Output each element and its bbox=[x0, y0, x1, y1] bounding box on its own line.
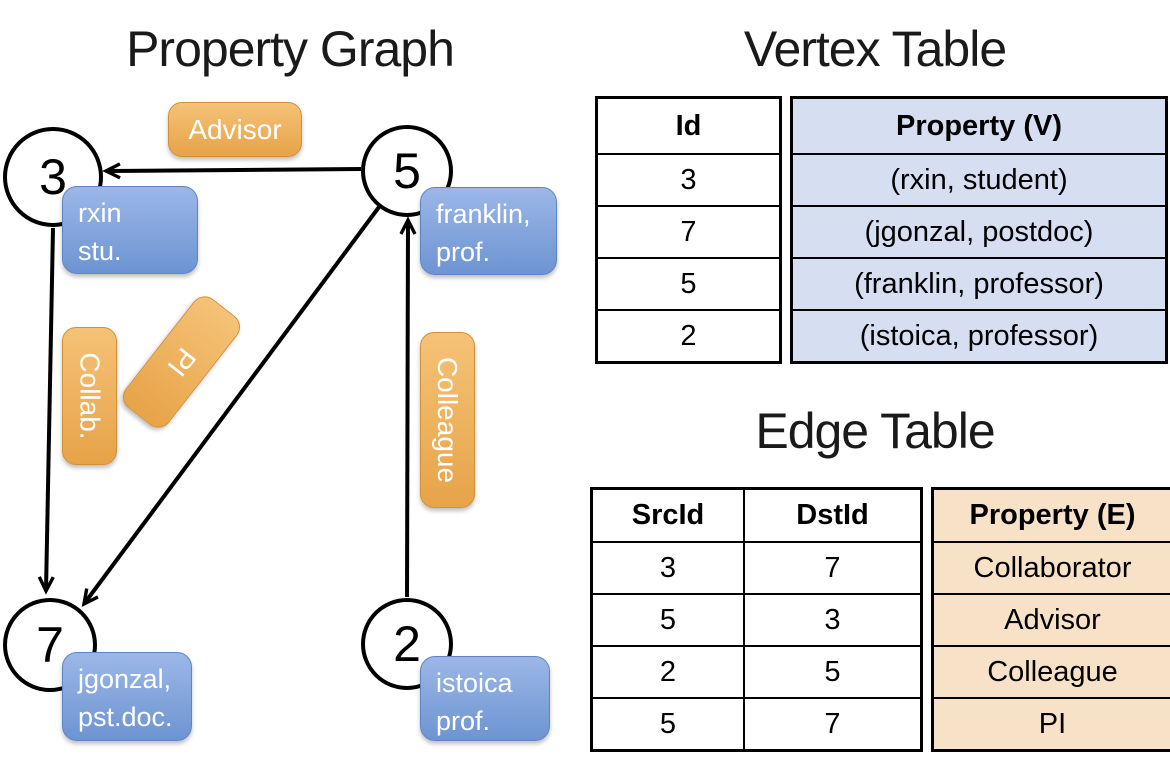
vertex-id-label: 7 bbox=[36, 617, 64, 673]
edge-property-cell: PI bbox=[931, 697, 1170, 752]
table-header-row: Property (E) bbox=[931, 487, 1170, 543]
table-row: (jgonzal, postdoc) bbox=[790, 205, 1168, 259]
vertex-property-line: rxin bbox=[78, 198, 122, 228]
edge-srcid-cell: 3 bbox=[590, 541, 745, 595]
table-header-row: Property (V) bbox=[790, 96, 1168, 155]
edge-dstid-header: DstId bbox=[743, 487, 923, 543]
property-graph-title: Property Graph bbox=[126, 21, 455, 77]
edge-label-advisor: Advisor bbox=[168, 102, 302, 157]
edge-label-text: Collab. bbox=[74, 352, 106, 440]
vertex-property-cell: (istoica, professor) bbox=[790, 309, 1168, 364]
edge-property-cell: Advisor bbox=[931, 593, 1170, 647]
edge-label-colleague: Colleague bbox=[420, 332, 475, 508]
edge-line-2-to-5 bbox=[399, 216, 417, 598]
table-row: 2 bbox=[595, 309, 782, 364]
table-row: 5 3 bbox=[590, 593, 923, 647]
vertex-table-id-column: Id 3 7 5 2 bbox=[595, 96, 782, 364]
vertex-circle-2: 2 bbox=[361, 598, 453, 690]
vertex-property-line: pst.doc. bbox=[78, 701, 173, 732]
table-row: 5 bbox=[595, 257, 782, 311]
edge-srcid-header: SrcId bbox=[590, 487, 745, 543]
table-row: Collaborator bbox=[931, 541, 1170, 595]
edge-property-cell: Collaborator bbox=[931, 541, 1170, 595]
vertex-id-cell: 7 bbox=[595, 205, 782, 259]
vertex-property-box-franklin: franklin, prof. bbox=[420, 187, 557, 275]
table-row: (franklin, professor) bbox=[790, 257, 1168, 311]
vertex-id-label: 2 bbox=[393, 616, 421, 672]
table-row: (istoica, professor) bbox=[790, 309, 1168, 364]
edge-dstid-cell: 7 bbox=[743, 541, 923, 595]
vertex-property-cell: (franklin, professor) bbox=[790, 257, 1168, 311]
table-row: 3 bbox=[595, 153, 782, 207]
edge-dstid-cell: 7 bbox=[743, 697, 923, 752]
edge-dstid-cell: 5 bbox=[743, 645, 923, 699]
vertex-property-line: prof. bbox=[436, 236, 491, 267]
edge-table-id-columns: SrcId DstId 3 7 5 3 2 5 5 7 bbox=[590, 487, 923, 752]
vertex-id-cell: 2 bbox=[595, 309, 782, 364]
edge-dstid-cell: 3 bbox=[743, 593, 923, 647]
edge-srcid-cell: 2 bbox=[590, 645, 745, 699]
edge-label-collab: Collab. bbox=[62, 327, 117, 465]
edge-srcid-cell: 5 bbox=[590, 697, 745, 752]
edge-label-text: Colleague bbox=[432, 356, 464, 484]
vertex-id-header: Id bbox=[595, 96, 782, 155]
vertex-property-box-rxin: rxin stu. bbox=[62, 186, 198, 274]
edge-srcid-cell: 5 bbox=[590, 593, 745, 647]
table-header-row: SrcId DstId bbox=[590, 487, 923, 543]
edge-label-text: Advisor bbox=[188, 113, 282, 145]
vertex-property-cell: (jgonzal, postdoc) bbox=[790, 205, 1168, 259]
edge-table-property-column: Property (E) Collaborator Advisor Collea… bbox=[931, 487, 1170, 752]
vertex-property-line: jgonzal, bbox=[78, 664, 172, 694]
table-row: Advisor bbox=[931, 593, 1170, 647]
edge-table-title: Edge Table bbox=[755, 403, 995, 459]
vertex-property-header: Property (V) bbox=[790, 96, 1168, 155]
vertex-property-box-istoica: istoica prof. bbox=[420, 656, 550, 741]
edge-line-5-to-3 bbox=[102, 162, 362, 180]
edge-property-cell: Colleague bbox=[931, 645, 1170, 699]
table-row: 5 7 bbox=[590, 697, 923, 752]
column-gap bbox=[923, 487, 931, 752]
vertex-property-line: stu. bbox=[78, 235, 122, 266]
table-row: 7 bbox=[595, 205, 782, 259]
vertex-table-property-column: Property (V) (rxin, student) (jgonzal, p… bbox=[790, 96, 1168, 364]
table-row: PI bbox=[931, 697, 1170, 752]
edge-table: SrcId DstId 3 7 5 3 2 5 5 7 Propert bbox=[590, 487, 1170, 752]
table-header-row: Id bbox=[595, 96, 782, 155]
vertex-id-cell: 5 bbox=[595, 257, 782, 311]
vertex-id-label: 5 bbox=[393, 143, 421, 199]
graph-edges-svg bbox=[37, 162, 417, 608]
vertex-circle-5: 5 bbox=[361, 125, 453, 217]
table-row: 3 7 bbox=[590, 541, 923, 595]
vertex-table-title: Vertex Table bbox=[743, 21, 1007, 77]
edge-line-3-to-7 bbox=[37, 227, 55, 595]
table-row: (rxin, student) bbox=[790, 153, 1168, 207]
table-row: 2 5 bbox=[590, 645, 923, 699]
table-row: Colleague bbox=[931, 645, 1170, 699]
vertex-property-box-jgonzal: jgonzal, pst.doc. bbox=[62, 652, 192, 741]
vertex-property-line: istoica bbox=[436, 668, 513, 698]
column-gap bbox=[782, 96, 790, 364]
vertex-property-cell: (rxin, student) bbox=[790, 153, 1168, 207]
edge-label-text: PI bbox=[161, 342, 203, 383]
vertex-property-line: prof. bbox=[436, 705, 491, 736]
vertex-table: Id 3 7 5 2 Property (V) (rxin, student) … bbox=[595, 96, 1168, 364]
edge-property-header: Property (E) bbox=[931, 487, 1170, 543]
edge-line-5-to-7 bbox=[81, 205, 381, 608]
vertex-id-cell: 3 bbox=[595, 153, 782, 207]
vertex-property-line: franklin, bbox=[436, 199, 531, 229]
